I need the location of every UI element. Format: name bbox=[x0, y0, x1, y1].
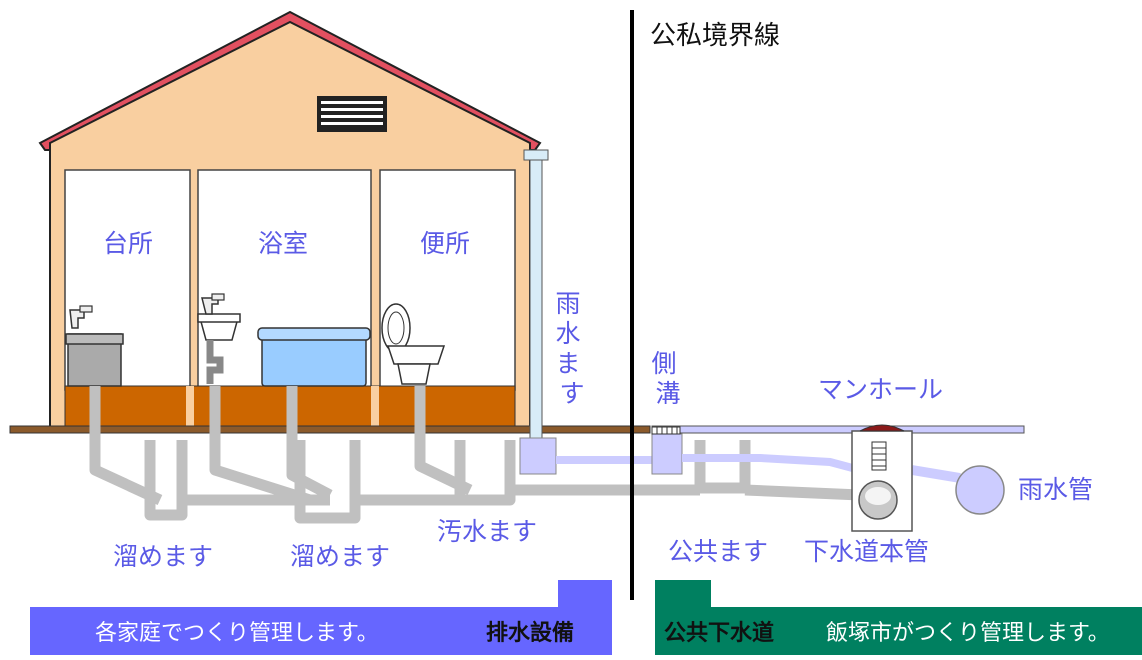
private-band-text: 各家庭でつくり管理します。 bbox=[95, 621, 379, 646]
toilet-icon bbox=[381, 303, 446, 385]
private-band-title: 排水設備 bbox=[486, 620, 574, 646]
rain-pipe-circle bbox=[955, 465, 1005, 515]
wash-basin-icon bbox=[197, 293, 241, 384]
private-band-tab bbox=[558, 580, 612, 610]
catch-basin-label-2: 溜めます bbox=[290, 542, 390, 571]
downspout bbox=[529, 149, 543, 471]
attic-vent-icon bbox=[317, 96, 387, 132]
toilet-label: 便所 bbox=[420, 229, 470, 258]
road-surface bbox=[651, 425, 1025, 434]
side-ditch-grate-icon bbox=[651, 426, 681, 435]
side-ditch bbox=[651, 433, 683, 475]
public-band-text: 飯塚市がつくり管理します。 bbox=[826, 621, 1110, 646]
sewage-basin-label: 汚水ます bbox=[437, 517, 537, 546]
public-band-tab bbox=[655, 580, 711, 610]
sewer-main-label: 下水道本管 bbox=[804, 537, 929, 566]
manhole-label: マンホール bbox=[818, 375, 943, 404]
ground-line-left bbox=[9, 425, 531, 434]
rain-basin bbox=[519, 437, 557, 475]
rain-pipe-label: 雨水管 bbox=[1018, 475, 1093, 504]
catch-basin-label-1: 溜めます bbox=[113, 542, 213, 571]
rain-basin-label: 雨 水 ま す bbox=[556, 289, 589, 408]
public-band-title: 公共下水道 bbox=[664, 620, 774, 646]
private-band bbox=[30, 607, 612, 655]
public-band bbox=[655, 607, 1142, 655]
sewage-pipes bbox=[89, 386, 861, 524]
boundary-label: 公私境界線 bbox=[650, 21, 780, 51]
public-basin-label: 公共ます bbox=[668, 537, 768, 566]
manhole-icon bbox=[851, 424, 913, 532]
kitchen-sink-icon bbox=[65, 305, 124, 387]
kitchen-label: 台所 bbox=[103, 229, 153, 258]
side-ditch-label: 側 溝 bbox=[652, 349, 685, 408]
bathroom-label: 浴室 bbox=[258, 229, 308, 258]
bathtub-icon bbox=[257, 327, 371, 387]
